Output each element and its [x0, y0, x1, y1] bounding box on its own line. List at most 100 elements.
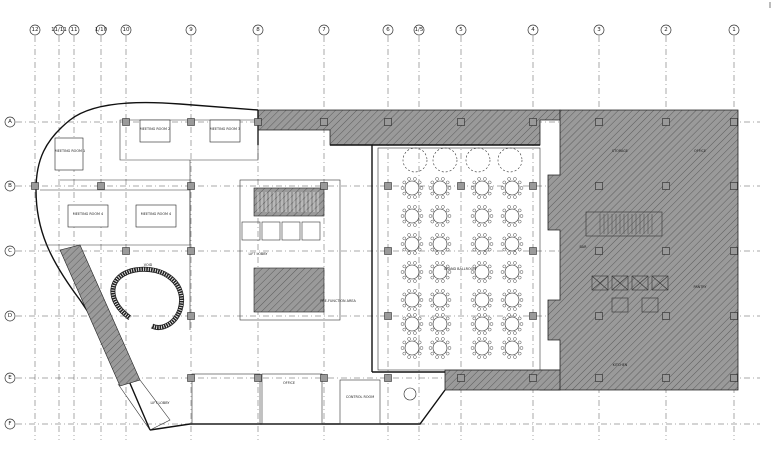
column-25	[662, 247, 670, 255]
conference-table-1	[54, 137, 84, 171]
banquet-chair	[407, 331, 411, 335]
service-stair	[585, 211, 663, 237]
grid-bubble-col-4: 4	[527, 24, 539, 36]
banquet-chair	[507, 205, 511, 209]
conference-table-4	[67, 204, 109, 228]
south-room-1	[191, 373, 261, 425]
banquet-chair	[407, 251, 411, 255]
banquet-chair	[441, 223, 445, 227]
round-table-11	[500, 233, 524, 255]
round-table-12	[400, 261, 424, 283]
banquet-chair	[441, 195, 445, 199]
grid-bubble-row-D: D	[4, 310, 16, 322]
column-30	[595, 312, 603, 320]
banquet-chair	[477, 307, 481, 311]
round-table-top	[504, 236, 520, 252]
banquet-chair	[477, 331, 481, 335]
banquet-chair	[417, 316, 422, 321]
banquet-chair	[402, 275, 407, 280]
round-table-22	[470, 313, 494, 335]
banquet-chair	[402, 303, 407, 308]
banquet-chair	[513, 337, 517, 341]
banquet-chair	[413, 279, 417, 283]
banquet-chair	[430, 275, 435, 280]
banquet-chair	[417, 208, 422, 213]
banquet-chair	[428, 322, 433, 326]
banquet-chair	[472, 303, 477, 308]
banquet-chair	[445, 247, 450, 252]
banquet-chair	[445, 208, 450, 213]
banquet-chair	[430, 351, 435, 356]
banquet-chair	[507, 261, 511, 265]
round-table-27	[500, 337, 524, 359]
banquet-chair	[483, 251, 487, 255]
banquet-chair	[507, 355, 511, 359]
banquet-chair	[447, 214, 452, 218]
banquet-chair	[417, 247, 422, 252]
banquet-chair	[402, 340, 407, 345]
banquet-chair	[400, 186, 405, 190]
banquet-chair	[489, 322, 494, 326]
banquet-chair	[502, 264, 507, 269]
banquet-chair	[472, 219, 477, 224]
back-of-house-zone	[257, 109, 739, 391]
column-18	[662, 182, 670, 190]
banquet-chair	[419, 298, 424, 302]
banquet-chair	[407, 233, 411, 237]
grand-ballroom-label: GRAND BALLROOM	[444, 267, 477, 271]
column-4	[384, 118, 392, 126]
banquet-chair	[400, 242, 405, 246]
column-22	[384, 247, 392, 255]
banquet-chair	[445, 292, 450, 297]
column-35	[320, 374, 328, 382]
banquet-chair	[487, 340, 492, 345]
banquet-chair	[477, 261, 481, 265]
banquet-chair	[483, 177, 487, 181]
spiral-stair-band	[110, 266, 184, 330]
banquet-chair	[413, 195, 417, 199]
conference-table-5	[135, 204, 177, 228]
banquet-chair	[513, 313, 517, 317]
banquet-chair	[447, 298, 452, 302]
column-28	[384, 312, 392, 320]
banquet-chair	[435, 313, 439, 317]
banquet-chair	[513, 279, 517, 283]
banquet-chair	[517, 275, 522, 280]
south-room-2	[261, 373, 323, 425]
round-table-4	[400, 205, 424, 227]
banquet-chair	[477, 313, 481, 317]
column-37	[457, 374, 465, 382]
banquet-chair	[407, 223, 411, 227]
banquet-chair	[435, 355, 439, 359]
banquet-chair	[441, 289, 445, 293]
round-table-18	[470, 289, 494, 311]
round-table-top	[474, 340, 490, 356]
banquet-chair	[487, 219, 492, 224]
banquet-chair	[519, 186, 524, 190]
column-12	[187, 182, 195, 190]
ceiling-feature-4	[497, 147, 523, 173]
banquet-chair	[517, 236, 522, 241]
grid-label-1: 1	[732, 27, 736, 33]
grid-bubble-col-10: 10	[120, 24, 132, 36]
meeting-room-5-label: MEETING ROOM 4	[141, 212, 171, 216]
banquet-chair	[413, 223, 417, 227]
pantry-label: PANTRY	[694, 285, 708, 289]
column-40	[662, 374, 670, 382]
pre-function-label: PRE-FUNCTION AREA	[320, 299, 356, 303]
lift-cross-marks	[591, 275, 669, 291]
banquet-chair	[517, 316, 522, 321]
banquet-chair	[517, 247, 522, 252]
banquet-chair	[507, 307, 511, 311]
grid-label-11: 11	[71, 27, 78, 33]
column-6	[529, 118, 537, 126]
grid-label-1-10: 1/10	[95, 27, 108, 33]
banquet-chair	[513, 251, 517, 255]
banquet-chair	[500, 298, 505, 302]
banquet-chair	[502, 191, 507, 196]
banquet-chair	[519, 214, 524, 218]
banquet-chair	[477, 223, 481, 227]
banquet-chair	[483, 233, 487, 237]
grid-bubble-row-E: E	[4, 372, 16, 384]
core-outline	[239, 179, 341, 321]
